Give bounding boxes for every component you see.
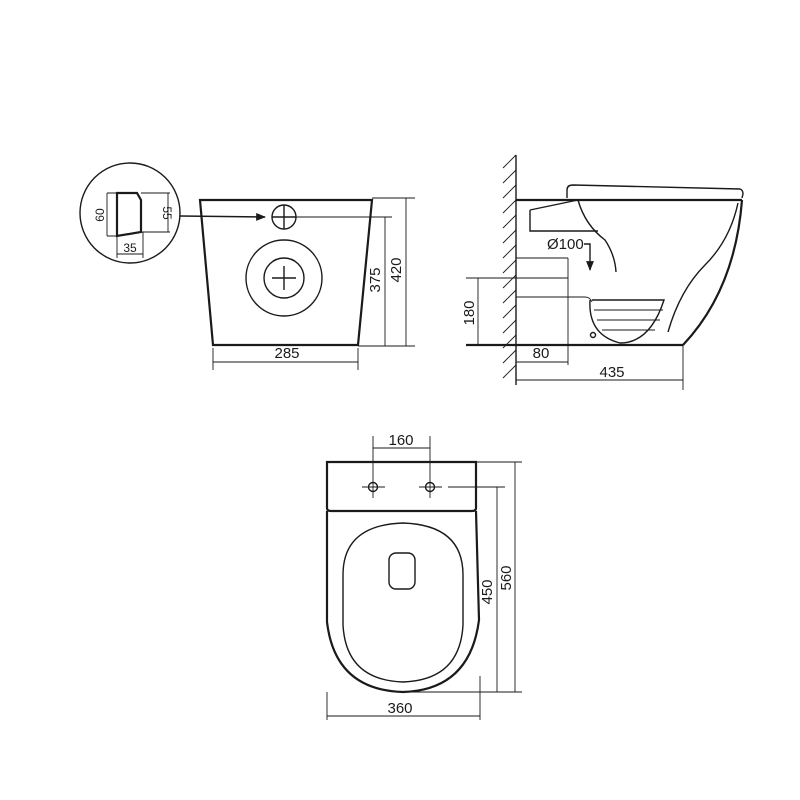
detail-dim-35: 35 (123, 241, 137, 255)
dim-80: 80 (533, 345, 550, 362)
dim-420: 420 (388, 257, 405, 282)
rear-view: 60 55 35 375 420 285 (79, 162, 415, 370)
top-view: 160 450 560 360 (325, 432, 522, 720)
outlet-outer-circle (245, 239, 323, 317)
seat-lid (566, 184, 744, 199)
dim-160: 160 (388, 432, 413, 449)
dim-285: 285 (274, 345, 299, 362)
rear-body-outline (198, 198, 374, 347)
trap-shape (589, 299, 665, 344)
lid-handle (388, 552, 416, 590)
dim-435: 435 (599, 364, 624, 381)
outlet-inner-circle (263, 257, 305, 299)
dim-360: 360 (387, 700, 412, 717)
callout-arrow (179, 212, 266, 221)
seat-ring (342, 522, 464, 683)
dim-180: 180 (461, 300, 478, 325)
detail-callout-circle (79, 162, 181, 264)
wall-hatching (502, 154, 517, 379)
detail-dim-55: 55 (160, 206, 174, 220)
rear-deck (325, 460, 478, 513)
dim-outlet-diameter: Ø100 (547, 236, 584, 253)
dim-450: 450 (479, 579, 496, 604)
detail-dim-60: 60 (93, 208, 107, 222)
side-view: Ø100 180 80 435 (461, 154, 744, 390)
dim-375: 375 (367, 267, 384, 292)
bowl-outer-curve (682, 199, 744, 346)
bowl-outline (325, 510, 481, 694)
detail-inlet-profile (115, 191, 143, 238)
dim-560: 560 (498, 565, 515, 590)
